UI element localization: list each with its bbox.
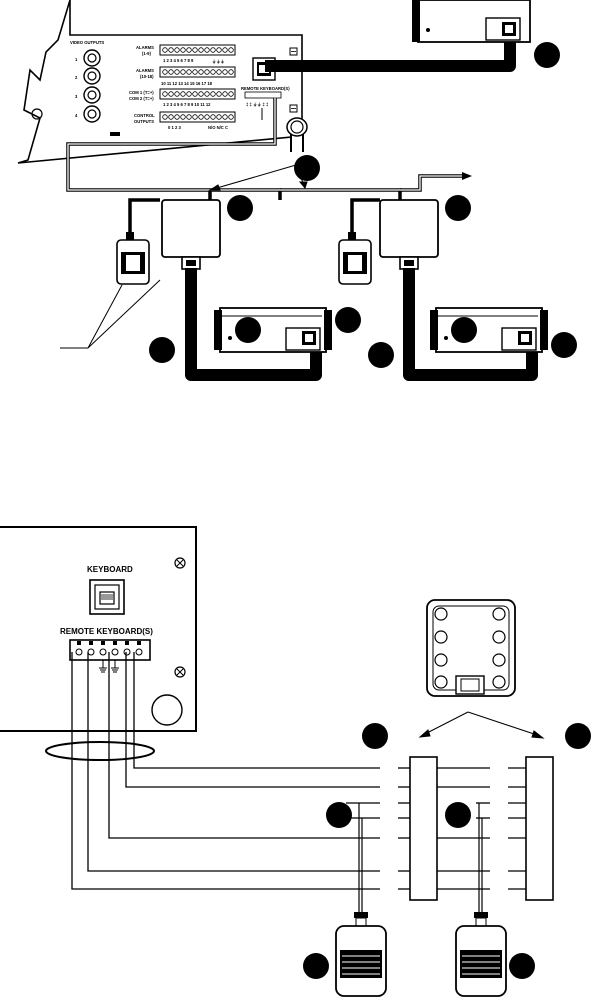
- svg-text:1 2 3 4 5 6 7 8 9: 1 2 3 4 5 6 7 8 9: [163, 58, 194, 63]
- svg-text:⏚⏚⏚: ⏚⏚⏚: [212, 58, 225, 65]
- panel-screw-bottom-bottom: [175, 667, 185, 677]
- callout-bubble: [326, 802, 352, 828]
- svg-text:CONTROL: CONTROL: [134, 113, 155, 118]
- cable-bundle-ellipse: [46, 742, 154, 760]
- junction-terminal-block-left: [410, 757, 437, 900]
- keyboard-right: [430, 308, 548, 352]
- power-supply-left: [117, 200, 149, 284]
- panel-screw-top-bottom: [175, 558, 185, 568]
- keyboard-left: [214, 308, 332, 352]
- svg-text:1 2 3 4 5 6 7 8 9 10 11 12: 1 2 3 4 5 6 7 8 9 10 11 12: [163, 102, 211, 107]
- callout-bubble: [509, 953, 535, 979]
- svg-text:COM 2 (T=+): COM 2 (T=+): [129, 96, 154, 101]
- callout-bubble: [294, 155, 320, 181]
- junction-box-face: [427, 600, 515, 696]
- svg-text:ALARMS: ALARMS: [136, 45, 154, 50]
- remote-keyboards-label: REMOTE KEYBOARD(S): [60, 627, 153, 636]
- svg-text:0 1 2 3: 0 1 2 3: [168, 125, 181, 130]
- svg-text:(1-9): (1-9): [142, 51, 151, 56]
- callout-bubble: [335, 307, 361, 333]
- svg-text:10 11 12 13 14 15 16 17 18: 10 11 12 13 14 15 16 17 18: [161, 81, 213, 86]
- controller-rear-panel: [18, 0, 302, 163]
- callout-bubble: [565, 723, 591, 749]
- svg-text:OUTPUTS: OUTPUTS: [134, 119, 154, 124]
- remote-keyboards-terminal-bottom: [70, 640, 150, 672]
- svg-text:‡ ‡ ⏚⏚ ‡ ‡: ‡ ‡ ⏚⏚ ‡ ‡: [246, 101, 269, 108]
- svg-text:(10-18): (10-18): [140, 74, 154, 79]
- junction-pointer-lines: [420, 712, 543, 738]
- power-adapter-left: [336, 912, 386, 996]
- controller-output-cable: [287, 118, 307, 152]
- svg-text:N/O N/C C: N/O N/C C: [208, 125, 228, 130]
- callout-bubble: [368, 342, 394, 368]
- svg-text:ALARMS: ALARMS: [136, 68, 154, 73]
- video-outputs-label: VIDEO OUTPUTS: [70, 40, 104, 45]
- callout-bubble: [534, 42, 560, 68]
- keyboard-top-right: [412, 0, 530, 42]
- callout-bubble: [235, 317, 261, 343]
- keyboard-jack-bottom: [90, 580, 124, 614]
- callout-bubble: [445, 802, 471, 828]
- bus-wires: [72, 652, 380, 889]
- keyboard-label: KEYBOARD: [87, 565, 133, 574]
- callout-bubble: [551, 332, 577, 358]
- callout-bubble: [227, 195, 253, 221]
- callout-bubble: [149, 337, 175, 363]
- arrow-to-next-keyboard-icon: [462, 172, 472, 180]
- callout-bubble: [303, 953, 329, 979]
- power-supply-right: [339, 200, 371, 284]
- callout-bubble: [451, 317, 477, 343]
- panel-knockout: [152, 695, 182, 725]
- svg-text:COM 1 (T=+): COM 1 (T=+): [129, 90, 154, 95]
- power-adapter-right: [456, 912, 506, 996]
- junction-box-left: [162, 200, 220, 269]
- svg-text:REMOTE KEYBOARD(S): REMOTE KEYBOARD(S): [241, 86, 290, 91]
- junction-box-right: [380, 200, 438, 269]
- junction-terminal-block-right: [526, 757, 553, 900]
- callout-bubble: [362, 723, 388, 749]
- callout-bubble: [445, 195, 471, 221]
